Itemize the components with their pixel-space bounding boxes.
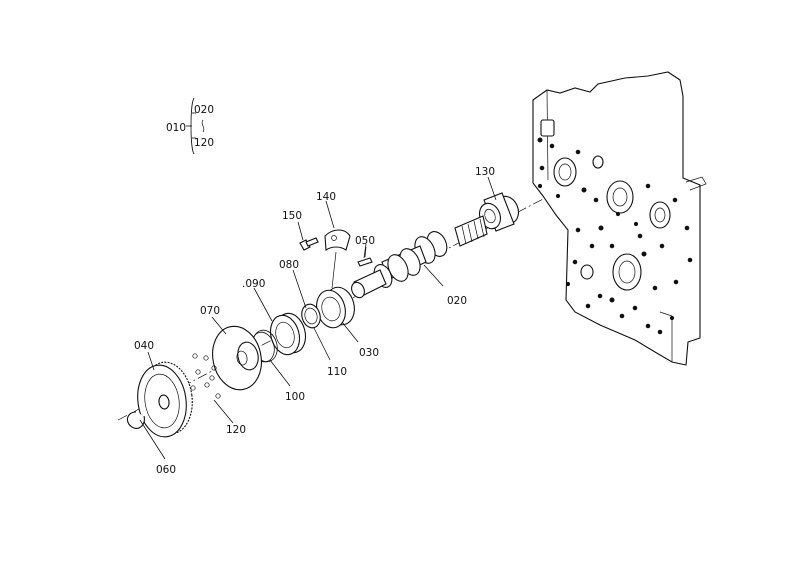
gear-case-housing bbox=[532, 71, 707, 366]
label-020-top: 020 bbox=[194, 104, 214, 116]
label-030: 030 bbox=[359, 347, 379, 359]
label-120-top: 120 bbox=[194, 137, 214, 149]
flange-hub-070 bbox=[212, 325, 262, 391]
label-010: 010 bbox=[166, 122, 186, 134]
assembly-reference-bracket bbox=[186, 97, 205, 155]
label-070: 070 bbox=[200, 305, 220, 317]
key-050 bbox=[357, 246, 373, 267]
label-100: 100 bbox=[285, 391, 305, 403]
label-020: 020 bbox=[447, 295, 467, 307]
circlip-060 bbox=[126, 411, 145, 429]
thrust-plate-140 bbox=[324, 229, 351, 289]
label-140: 140 bbox=[316, 191, 336, 203]
label-080: 080 bbox=[279, 259, 299, 271]
camshaft-020 bbox=[351, 215, 488, 299]
label-150: 150 bbox=[282, 210, 302, 222]
screw-150 bbox=[299, 237, 319, 251]
collar-080 bbox=[301, 303, 321, 329]
part-labels: 010 020 120 130 140 150 050 080 .090 070… bbox=[134, 104, 495, 476]
bearing-030 bbox=[316, 286, 355, 329]
leader-lines bbox=[139, 176, 497, 460]
gear-040 bbox=[137, 361, 193, 438]
spacer-090 bbox=[269, 312, 307, 356]
label-110: 110 bbox=[327, 366, 347, 378]
label-050: 050 bbox=[355, 235, 375, 247]
label-130: 130 bbox=[475, 166, 495, 178]
bolts-120 bbox=[190, 353, 221, 399]
label-060: 060 bbox=[156, 464, 176, 476]
label-040: 040 bbox=[134, 340, 154, 352]
label-120: 120 bbox=[226, 424, 246, 436]
label-090: .090 bbox=[242, 278, 265, 290]
